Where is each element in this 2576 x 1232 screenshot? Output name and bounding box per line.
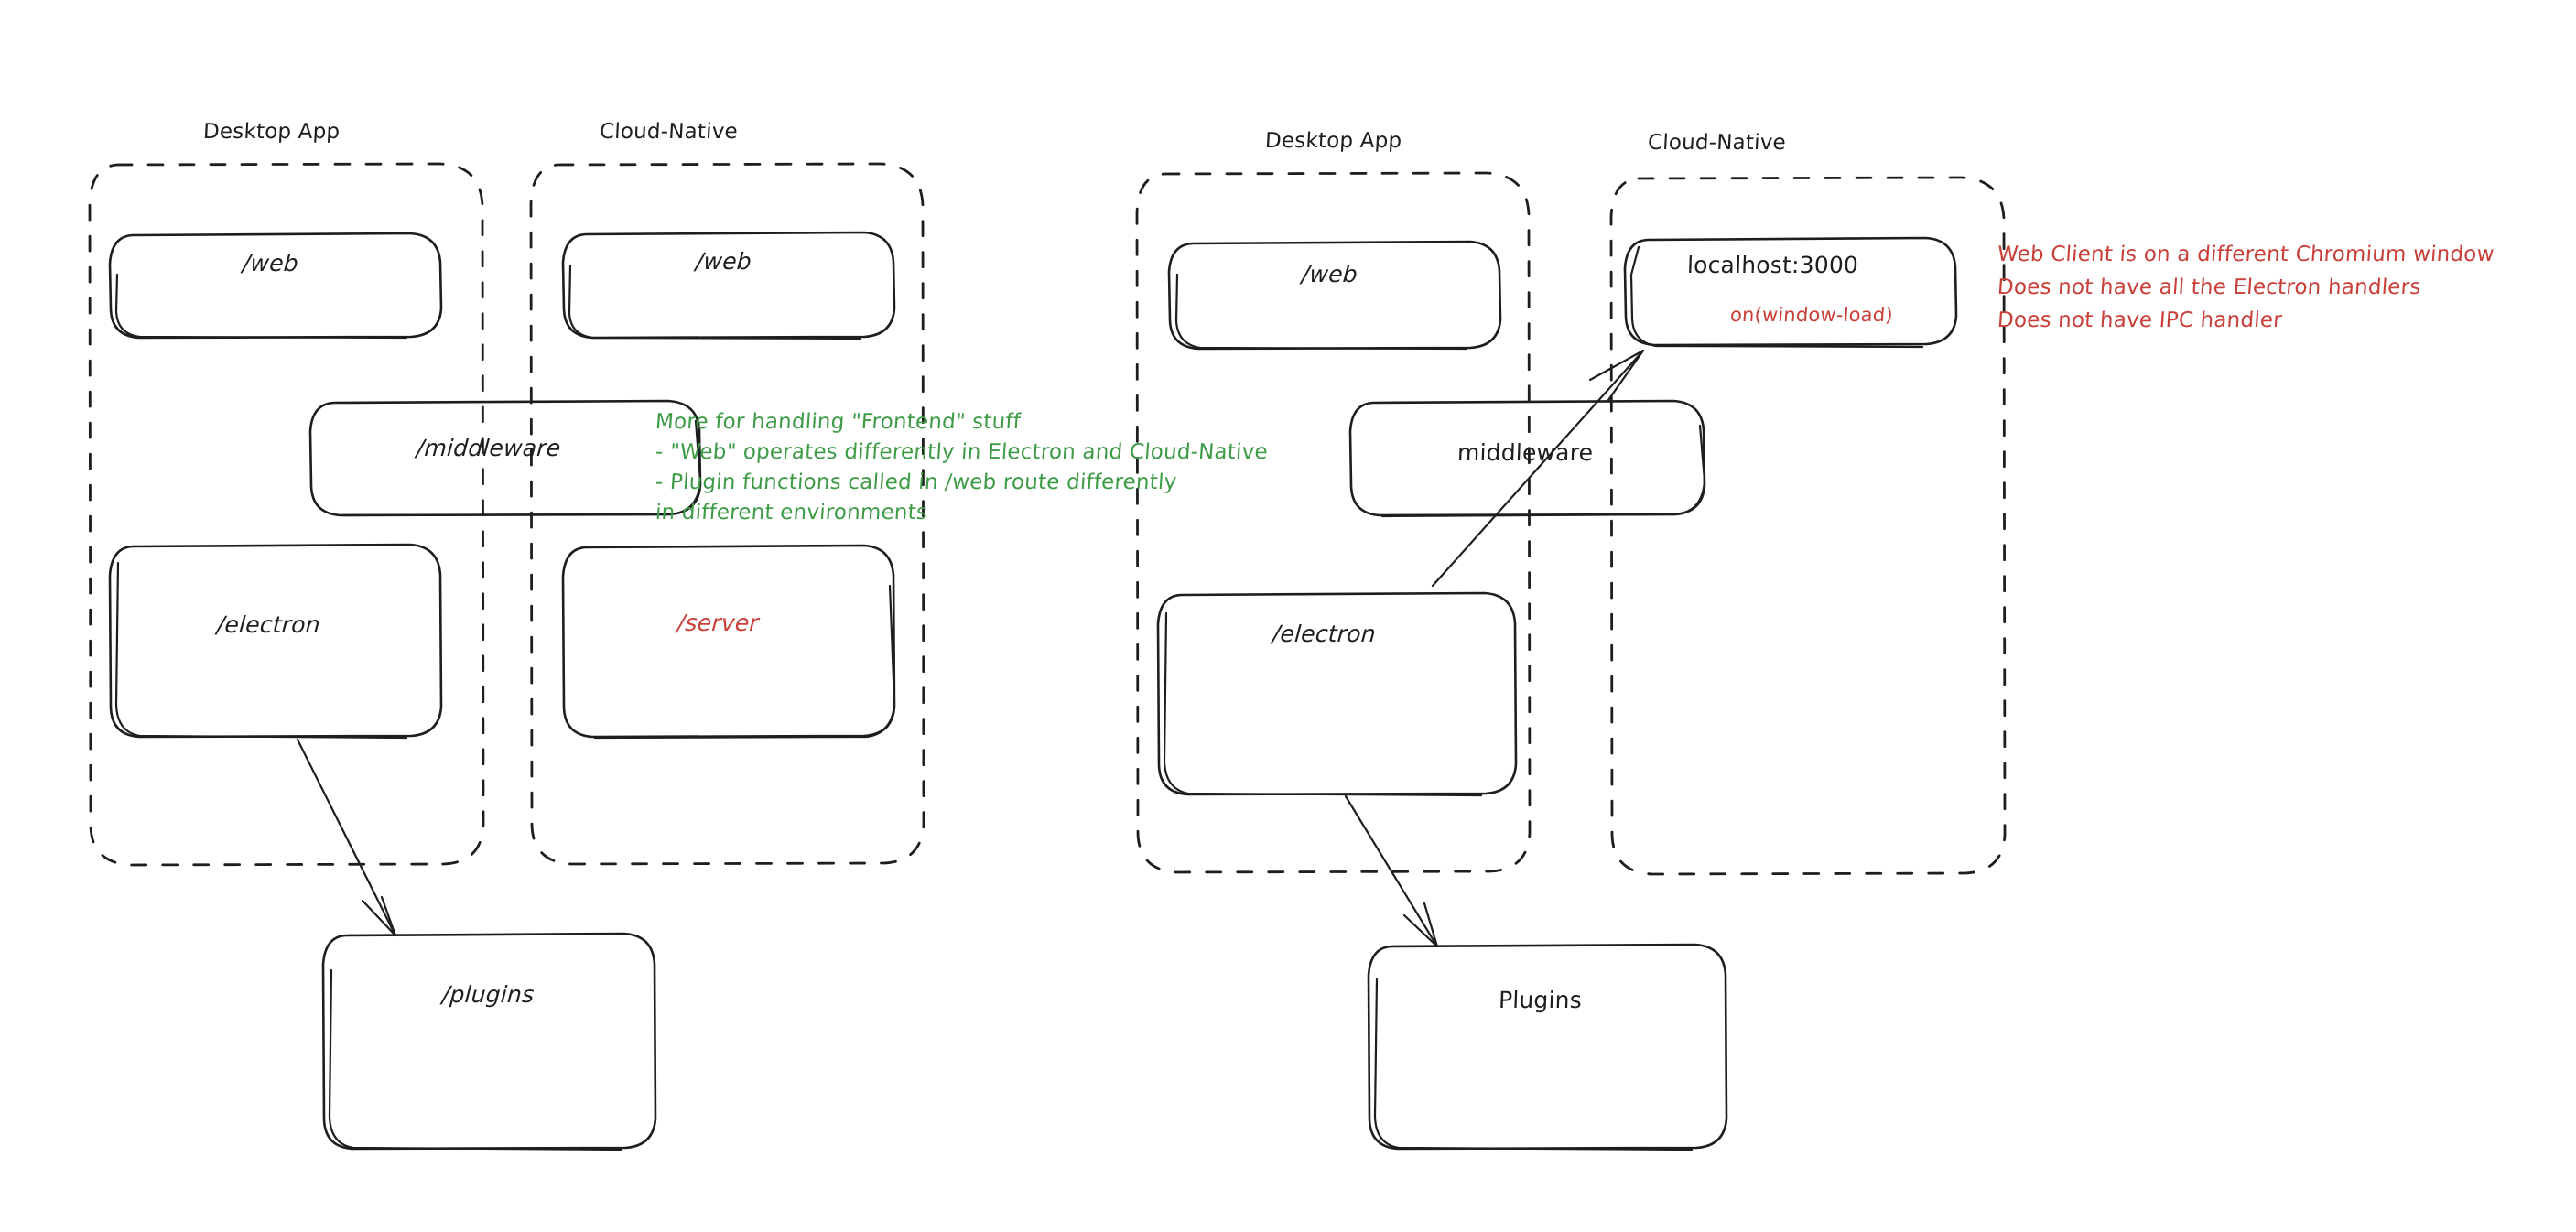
right-box-label-middleware: middleware: [1456, 439, 1594, 466]
right-arrow-electron-to-plugins: [1344, 794, 1439, 948]
right-box-plugins: [1367, 943, 1728, 1151]
right-box-label-electron: /electron: [1272, 621, 1377, 647]
red-annotation-line-2: Does not have all the Electron handlers: [1997, 276, 2422, 299]
left-group-label-cloud-native: Cloud-Native: [599, 120, 739, 144]
green-annotation-line-1: More for handling "Frontend" stuff: [655, 410, 1022, 434]
right-group-label-cloud-native: Cloud-Native: [1647, 131, 1787, 155]
red-annotation-line-3: Does not have IPC handler: [1997, 308, 2283, 332]
right-arrow-electron-to-plugins-head: [1402, 902, 1439, 948]
left-box-web-desktop-shadow: [114, 273, 408, 340]
left-arrow-electron-to-plugins: [296, 738, 397, 937]
red-annotation-line-1: Web Client is on a different Chromium wi…: [1997, 243, 2495, 266]
right-box-label-web-desktop: /web: [1301, 261, 1358, 287]
green-annotation-line-4: in different environments: [655, 501, 929, 524]
right-group-label-desktop-app: Desktop App: [1264, 129, 1402, 153]
left-box-label-web-desktop: /web: [242, 250, 299, 276]
left-box-label-server: /server: [676, 610, 761, 636]
green-annotation-line-2: - "Web" operates differently in Electron…: [655, 440, 1269, 464]
right-box-label-localhost: localhost:3000: [1686, 252, 1859, 278]
left-box-electron-shadow: [114, 561, 408, 740]
left-box-label-web-cloud: /web: [695, 248, 752, 275]
right-box-sublabel-on-window-load: on(window-load): [1729, 304, 1894, 326]
left-box-plugins: [321, 932, 657, 1151]
right-box-label-plugins: Plugins: [1498, 987, 1583, 1013]
left-box-label-middleware: /middleware: [416, 435, 562, 461]
left-arrow-electron-to-plugins-head: [361, 895, 397, 937]
right-cloud-native-container: [1609, 176, 2007, 876]
green-annotation-line-3: - Plugin functions called in /web route …: [655, 470, 1178, 494]
left-box-server: [561, 544, 896, 739]
left-box-label-plugins: /plugins: [441, 981, 536, 1008]
left-box-label-electron: /electron: [216, 611, 321, 638]
right-arrow-electron-to-localhost-head: [1588, 349, 1645, 402]
left-group-label-desktop-app: Desktop App: [202, 120, 341, 144]
